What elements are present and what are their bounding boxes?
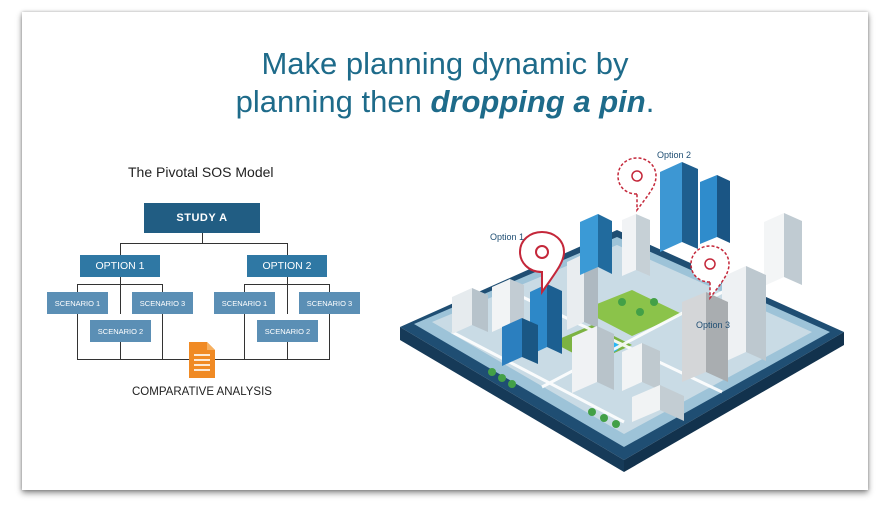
slide-title-line2: planning then dropping a pin. <box>22 83 868 121</box>
road <box>451 330 625 424</box>
ground <box>432 245 812 434</box>
option-2-box: OPTION 2 <box>247 255 327 277</box>
title-prefix: planning then <box>235 84 431 119</box>
title-suffix: . <box>645 84 655 119</box>
connector <box>329 284 330 292</box>
buildings <box>452 162 802 422</box>
title-emphasis: dropping a pin <box>430 84 646 119</box>
slide: Make planning dynamic by planning then d… <box>22 12 868 490</box>
pin-label-option-1: Option 1 <box>490 232 524 242</box>
pin-label-option-2: Option 2 <box>657 150 691 160</box>
scenario-box: SCENARIO 2 <box>257 320 318 342</box>
scenario-box: SCENARIO 3 <box>132 292 193 314</box>
scenario-box: SCENARIO 2 <box>90 320 151 342</box>
connector <box>120 243 287 244</box>
connector <box>120 277 121 284</box>
pin-option-2 <box>617 157 657 213</box>
scenario-box: SCENARIO 3 <box>299 292 360 314</box>
connector <box>77 284 78 292</box>
trees <box>488 298 658 428</box>
connector <box>287 277 288 284</box>
connector <box>202 233 203 244</box>
study-box: STUDY A <box>144 203 260 233</box>
pin-label-option-3: Option 3 <box>696 320 730 330</box>
connector <box>162 314 163 360</box>
connector <box>120 336 121 360</box>
city-illustration: Option 1 Option 2 Option 3 <box>400 150 844 472</box>
platform-side <box>400 327 624 472</box>
platform-side <box>624 332 844 472</box>
connector <box>287 336 288 360</box>
connector <box>244 314 245 360</box>
park <box>582 290 682 336</box>
scenario-box: SCENARIO 1 <box>214 292 275 314</box>
connector <box>287 284 288 314</box>
comparative-analysis-label: COMPARATIVE ANALYSIS <box>132 386 272 398</box>
pin-option-3 <box>690 245 730 301</box>
option-1-box: OPTION 1 <box>80 255 160 277</box>
scenario-box: SCENARIO 1 <box>47 292 108 314</box>
document-icon <box>189 342 215 378</box>
connector <box>77 314 78 360</box>
model-title: The Pivotal SOS Model <box>128 164 274 180</box>
connector <box>287 243 288 255</box>
connector <box>120 284 121 314</box>
connector <box>120 243 121 255</box>
connector <box>329 314 330 360</box>
connector <box>162 284 163 292</box>
slide-title-line1: Make planning dynamic by <box>261 46 629 81</box>
pin-option-1 <box>518 230 566 296</box>
connector <box>244 284 245 292</box>
